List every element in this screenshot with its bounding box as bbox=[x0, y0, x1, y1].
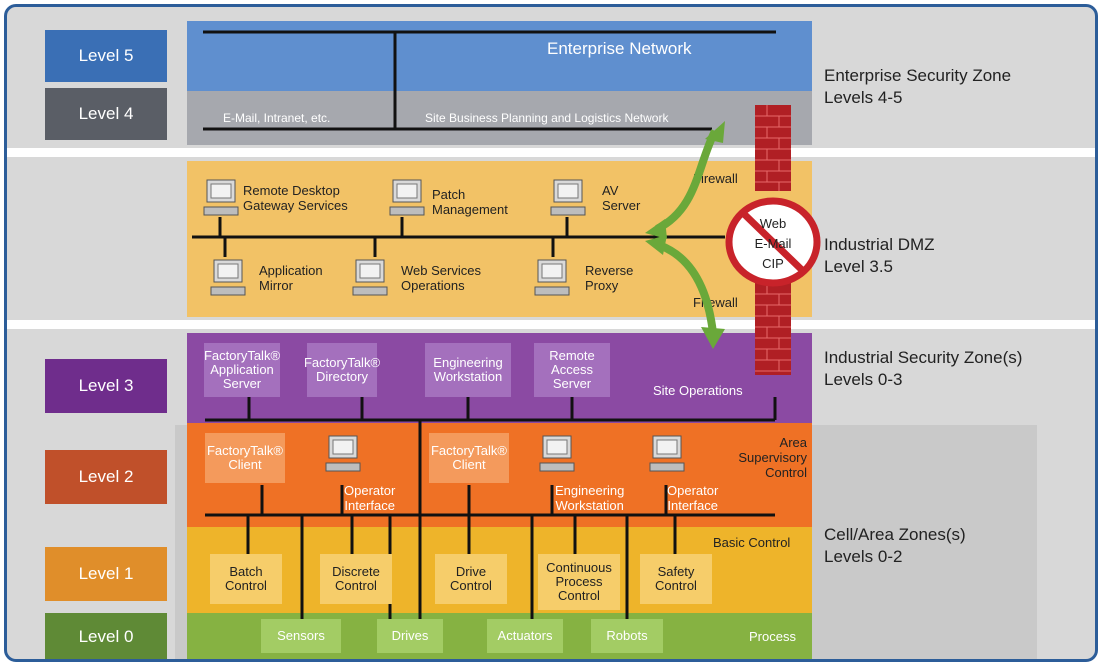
ft-client-box: FactoryTalk®Client bbox=[205, 433, 285, 483]
firewall-icon bbox=[755, 105, 791, 191]
enterprise-band-bottom bbox=[187, 91, 812, 145]
actuators-box: Actuators bbox=[487, 619, 563, 653]
drives-box: Drives bbox=[377, 619, 443, 653]
computer-icon bbox=[210, 259, 246, 296]
computer-icon bbox=[649, 435, 685, 472]
level-0-label: Level 0 bbox=[45, 613, 167, 659]
firewall-icon bbox=[755, 283, 791, 375]
traffic-arrows bbox=[645, 121, 725, 349]
computer-icon bbox=[539, 435, 575, 472]
level-5-label: Level 5 bbox=[45, 30, 167, 82]
ft-directory-box: FactoryTalk®Directory bbox=[304, 343, 380, 397]
computer-icon bbox=[325, 435, 361, 472]
separator-dmz-industrial bbox=[7, 320, 1095, 329]
sensors-box: Sensors bbox=[261, 619, 341, 653]
separator-enterprise-dmz bbox=[7, 148, 1095, 157]
network-lines bbox=[192, 30, 777, 647]
level-1-label: Level 1 bbox=[45, 547, 167, 601]
dmz-band bbox=[187, 161, 812, 317]
computer-icon bbox=[203, 179, 239, 216]
level-2-label: Level 2 bbox=[45, 450, 167, 504]
process-label: Process bbox=[749, 629, 796, 644]
level-4-label: Level 4 bbox=[45, 88, 167, 140]
ft-client-box: FactoryTalk®Client bbox=[429, 433, 509, 483]
computer-icon bbox=[550, 179, 586, 216]
email-intranet-label: E-Mail, Intranet, etc. bbox=[223, 111, 331, 125]
enterprise-network-label: Enterprise Network bbox=[547, 39, 692, 58]
firewall-top-label: Firewall bbox=[693, 171, 738, 186]
robots-box: Robots bbox=[591, 619, 663, 653]
industrial-zone-label: Industrial Security Zone(s)Levels 0-3 bbox=[824, 348, 1023, 389]
cell-area-zone-label: Cell/Area Zones(s)Levels 0-2 bbox=[824, 525, 966, 566]
site-operations-label: Site Operations bbox=[653, 383, 743, 398]
blocked-traffic-icon bbox=[725, 197, 821, 287]
diagram-frame: Level 5 Level 4 Level 3 Level 2 Level 1 … bbox=[4, 4, 1098, 662]
level-3-label: Level 3 bbox=[45, 359, 167, 413]
site-business-label: Site Business Planning and Logistics Net… bbox=[425, 111, 669, 125]
basic-control-label: Basic Control bbox=[713, 535, 791, 550]
computer-icon bbox=[534, 259, 570, 296]
computer-icon bbox=[389, 179, 425, 216]
computer-icon bbox=[352, 259, 388, 296]
